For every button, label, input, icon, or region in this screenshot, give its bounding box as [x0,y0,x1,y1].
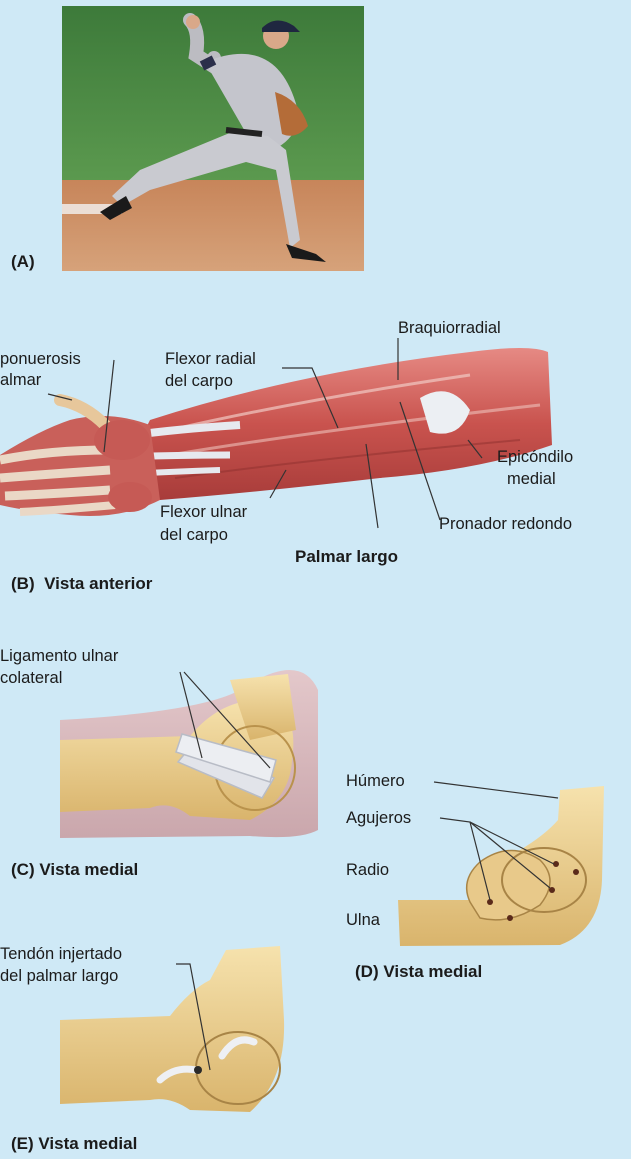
label-tendon-line2: del palmar largo [0,966,118,986]
panel-e-caption: (E) Vista medial [11,1134,137,1154]
label-tendon-line1: Tendón injertado [0,944,122,964]
